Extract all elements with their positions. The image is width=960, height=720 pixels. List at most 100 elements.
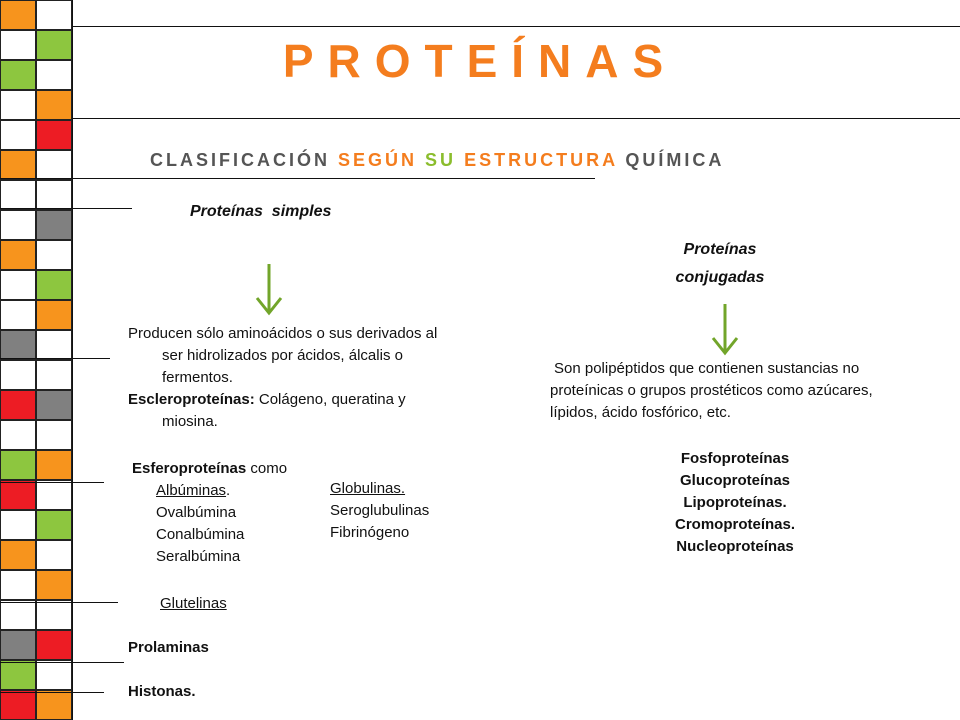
decorative-square <box>0 210 36 240</box>
decorative-square <box>36 270 72 300</box>
divider-short <box>0 482 104 483</box>
divider-short <box>0 662 124 663</box>
text-line: miosina. <box>162 413 218 430</box>
decorative-square <box>36 300 72 330</box>
conjugada-type: Fosfoproteínas <box>680 450 790 467</box>
decorative-square <box>0 180 36 210</box>
decorative-square <box>0 300 36 330</box>
decorative-square <box>0 330 36 360</box>
text-line: Producen sólo aminoácidos o sus derivado… <box>128 325 438 342</box>
decorative-square <box>36 330 72 360</box>
esferoproteinas-line: Esferoproteínas como <box>128 458 328 480</box>
decorative-square <box>36 240 72 270</box>
simples-heading: Proteínas simples <box>190 203 332 220</box>
esferoproteinas-suffix: como <box>246 460 288 477</box>
subtitle-word: QUÍMICA <box>625 150 725 170</box>
decorative-square <box>36 450 72 480</box>
decorative-square <box>0 420 36 450</box>
albuminas-label: Albúminas <box>156 482 227 499</box>
decorative-square <box>36 210 72 240</box>
text-line: ser hidrolizados por ácidos, álcalis o <box>162 347 403 364</box>
decorative-square <box>36 480 72 510</box>
decorative-square <box>0 660 36 690</box>
divider-short <box>0 358 110 359</box>
decorative-square <box>0 90 36 120</box>
decorative-square <box>36 120 72 150</box>
text-line: fermentos. <box>162 369 233 386</box>
decorative-square <box>36 390 72 420</box>
decorative-square <box>0 480 36 510</box>
down-arrow-icon <box>255 264 283 316</box>
esferoproteinas-label: Esferoproteínas <box>132 460 247 477</box>
conjugadas-heading: Proteínas conjugadas <box>620 236 820 292</box>
globulinas-label: Globulinas. <box>330 480 406 497</box>
conjugada-type: Lipoproteínas. <box>683 494 787 511</box>
text-line: proteínicas o grupos prostéticos como az… <box>550 382 873 399</box>
histonas-label: Histonas. <box>128 683 196 700</box>
conjugada-type: Nucleoproteínas <box>676 538 794 555</box>
decorative-square <box>36 90 72 120</box>
albumin-item: Seralbúmina <box>156 548 241 565</box>
down-arrow-icon <box>711 304 739 356</box>
subtitle-word: SEGÚN <box>338 150 418 170</box>
simples-description: Producen sólo aminoácidos o sus derivado… <box>128 323 488 433</box>
globulin-item: Fibrinógeno <box>330 524 410 541</box>
conjugadas-types: Fosfoproteínas Glucoproteínas Lipoproteí… <box>620 448 850 558</box>
decorative-square <box>0 60 36 90</box>
text-line: lípidos, ácido fosfórico, etc. <box>550 404 731 421</box>
decorative-square <box>36 0 72 30</box>
escleroproteinas-text: Colágeno, queratina y <box>254 391 406 408</box>
decorative-square <box>36 180 72 210</box>
decorative-square <box>36 690 72 720</box>
decorative-square <box>36 60 72 90</box>
subtitle-word: SU <box>425 150 457 170</box>
decorative-square <box>0 30 36 60</box>
conjugada-type: Glucoproteínas <box>679 472 791 489</box>
page-title: PROTEÍNAS <box>282 35 678 87</box>
escleroproteinas-line: Escleroproteínas: Colágeno, queratina y <box>128 389 488 411</box>
glutelinas-label: Glutelinas <box>160 595 227 612</box>
divider-short <box>0 692 104 693</box>
decorative-square <box>36 30 72 60</box>
decorative-square <box>36 660 72 690</box>
albuminas-line: Albúminas. <box>128 480 328 502</box>
decorative-square <box>36 420 72 450</box>
heading-line: Proteínas <box>683 241 757 258</box>
decorative-square <box>0 120 36 150</box>
heading-line: conjugadas <box>675 269 765 286</box>
albumin-item: Conalbúmina <box>156 526 245 543</box>
globulin-item: Seroglubulinas <box>330 502 430 519</box>
decorative-square <box>36 630 72 660</box>
decorative-square <box>0 0 36 30</box>
divider-vertical <box>72 0 73 720</box>
decorative-square <box>0 600 36 630</box>
divider-short <box>0 208 132 209</box>
globulinas-block: Globulinas. Seroglubulinas Fibrinógeno <box>330 478 480 544</box>
decorative-square <box>0 540 36 570</box>
conjugadas-description: Son polipéptidos que contienen sustancia… <box>550 358 940 424</box>
albumin-item: Ovalbúmina <box>156 504 237 521</box>
esferoproteinas-block: Esferoproteínas como Albúminas. Ovalbúmi… <box>128 458 328 568</box>
decorative-square <box>36 600 72 630</box>
decorative-square <box>36 570 72 600</box>
page-subtitle: CLASIFICACIÓN SEGÚN SU ESTRUCTURA QUÍMIC… <box>150 150 724 171</box>
decorative-square <box>36 360 72 390</box>
decorative-square <box>0 240 36 270</box>
decorative-square <box>0 630 36 660</box>
decorative-square <box>0 690 36 720</box>
escleroproteinas-label: Escleroproteínas: <box>128 391 255 408</box>
decorative-square <box>0 510 36 540</box>
text-line: Son polipéptidos que contienen sustancia… <box>554 360 860 377</box>
albuminas-suffix: . <box>226 482 231 499</box>
divider-short <box>0 602 118 603</box>
decorative-square <box>0 450 36 480</box>
divider-top <box>72 26 960 27</box>
decorative-square <box>0 570 36 600</box>
conjugada-type: Cromoproteínas. <box>674 516 795 533</box>
decorative-square <box>36 150 72 180</box>
divider-under-subtitle <box>0 178 595 179</box>
subtitle-word: CLASIFICACIÓN <box>150 150 330 170</box>
decorative-square <box>36 510 72 540</box>
prolaminas-label: Prolaminas <box>128 639 209 656</box>
decorative-square <box>36 540 72 570</box>
